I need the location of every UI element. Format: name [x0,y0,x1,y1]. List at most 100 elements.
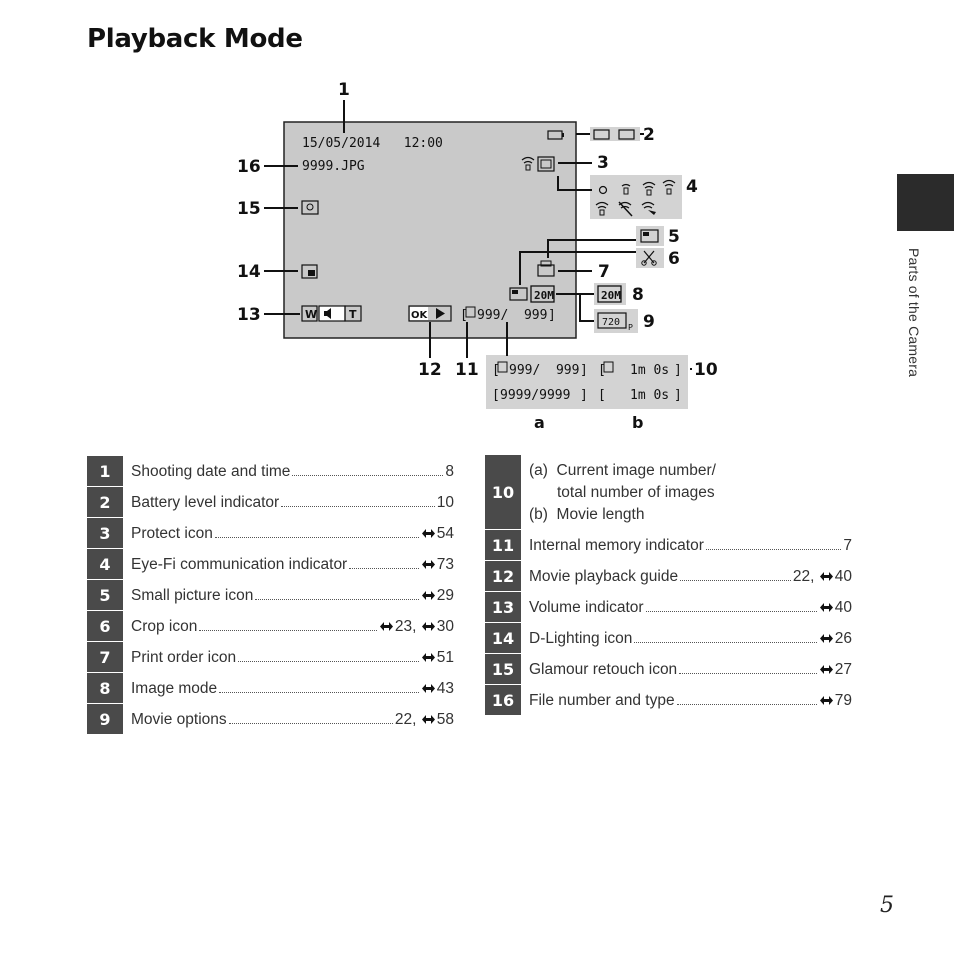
svg-text:720: 720 [602,317,620,328]
movie-playback-guide: OK [408,305,452,322]
svg-text:]: ] [674,388,682,403]
leader-dots [705,548,842,550]
wifi-transfer-icon [641,201,656,215]
leader-dots [199,629,377,631]
callout-8: 8 [632,285,644,305]
callout-16: 16 [237,157,261,177]
callout-11: 11 [455,360,479,380]
wifi-icon [621,183,631,195]
leader-lines [264,100,692,370]
leader-dots [214,536,419,538]
reference-section-icon [421,590,435,600]
svg-text:[: [ [598,388,606,403]
legend-page-ref: 7 [843,536,852,554]
legend-page-ref: 8 [445,462,454,480]
wifi-error-icon [618,201,633,217]
reference-section-icon [379,621,393,631]
battery-level-box [590,127,640,141]
legend-number: 16 [485,685,521,716]
legend-page-ref: 29 [421,587,454,605]
legend-page-ref: 73 [421,556,454,574]
legend-number: 1 [87,456,123,487]
legend-number: 5 [87,580,123,611]
legend-label: D-Lighting icon [529,629,633,647]
legend-number: 7 [87,642,123,673]
legend-number: 12 [485,561,521,592]
print-order-icon [537,260,555,277]
legend-label: (a) Current image number/ [529,461,716,479]
leader-dots [349,567,419,569]
image-mode-icon: 20M [530,285,555,303]
legend-label: Internal memory indicator [529,536,704,554]
wifi-icon [595,201,609,216]
screen-file-name: 9999.JPG [302,159,365,174]
legend-number: 4 [87,549,123,580]
movie-count-1: 999/ 999 [509,363,579,378]
svg-text:]: ] [548,308,556,323]
callout-12: 12 [418,360,442,380]
callout-15: 15 [237,199,261,219]
legend-page-ref: 26 [819,630,852,648]
reference-section-icon [819,602,833,612]
callout-14: 14 [237,262,261,282]
legend-page-ref: 22, 40 [792,567,852,585]
image-count: 999/ 999 [477,308,547,323]
legend-page-ref: 22, 58 [394,710,454,728]
section-tab [897,174,954,231]
legend-page-ref: 79 [819,692,852,710]
legend-label: Battery level indicator [131,493,280,511]
section-label: Parts of the Camera [906,248,922,378]
callout-5: 5 [668,227,680,247]
legend-label: Shooting date and time [131,462,291,480]
legend-table-right: 10 (a) Current image number/ total numbe… [485,455,852,716]
legend-page-ref: 51 [421,649,454,667]
svg-text:[: [ [492,388,500,403]
leader-dots [219,691,419,693]
legend-page-ref: 43 [421,680,454,698]
leader-dots [255,598,419,600]
legend-label: total number of images [557,483,715,501]
glamour-retouch-icon [301,200,319,215]
eye-fi-indicator-box [590,175,682,219]
legend-label: Print order icon [131,648,237,666]
legend-number: 2 [87,487,123,518]
svg-text:[: [ [598,363,606,378]
callout-7: 7 [598,262,610,282]
small-picture-icon [509,287,528,301]
movie-length-1: 1m 0s [630,363,669,378]
callout-3: 3 [597,153,609,173]
screen-date-time: 15/05/2014 12:00 [302,136,443,151]
svg-text:OK: OK [411,310,429,321]
legend-number: 9 [87,704,123,735]
movie-length-2: 1m 0s [630,388,669,403]
legend-label: Glamour retouch icon [529,660,678,678]
legend-number: 11 [485,530,521,561]
leader-dots [281,505,435,507]
legend-label: (b) Movie length [529,505,645,523]
movie-options-box: 720 P [594,309,638,333]
battery-icon [547,130,564,140]
movie-count-2: 9999/9999 [500,388,570,403]
reference-section-icon [421,621,435,631]
callout-10: 10 [694,360,718,380]
callout-2: 2 [643,125,655,145]
d-lighting-icon [301,264,318,279]
legend-number: 3 [87,518,123,549]
callout-4: 4 [686,177,698,197]
wifi-icon [662,179,676,195]
legend-label: Movie options [131,710,227,728]
reference-section-icon [421,714,435,724]
svg-text:T: T [349,308,357,321]
reference-section-icon [421,559,435,569]
svg-text:]: ] [580,363,588,378]
callout-1: 1 [338,80,350,100]
legend-label: File number and type [529,691,675,709]
legend-row: 1 Shooting date and time 8 [87,456,454,487]
